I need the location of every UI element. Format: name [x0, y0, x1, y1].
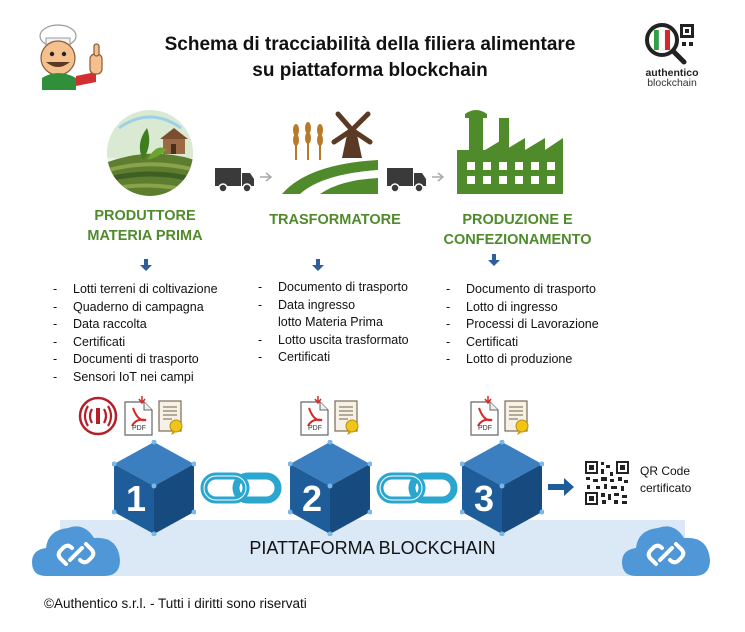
stage-2-list: Documento di trasporto Data ingresso lot…	[258, 279, 409, 367]
pdf-icon: PDF	[124, 396, 154, 436]
list-item: Certificati	[258, 349, 409, 367]
list-item: Lotti terreni di coltivazione	[53, 281, 218, 299]
brand-logo-text: authentico blockchain	[636, 67, 708, 89]
iot-sensor-icon	[78, 396, 118, 436]
cloud-link-icon	[30, 518, 122, 580]
down-arrow-icon	[488, 253, 500, 271]
block-number: 1	[125, 478, 147, 519]
farm-icon	[105, 108, 195, 198]
stage-3-title-line-2: CONFEZIONAMENTO	[443, 232, 592, 248]
block-cube-1: 1	[112, 440, 196, 536]
block-number: 2	[301, 478, 323, 519]
cloud-link-icon	[620, 518, 712, 580]
list-item: Lotto di ingresso	[446, 299, 599, 317]
brand-line-1: authentico	[645, 67, 699, 79]
list-item: Lotto di produzione	[446, 351, 599, 369]
title-line-2: su piattaforma blockchain	[252, 60, 488, 81]
stage-1-title-line-1: PRODUTTORE	[94, 208, 196, 224]
block-number: 3	[473, 478, 495, 519]
pdf-label: PDF	[132, 425, 146, 432]
pdf-label: PDF	[478, 425, 492, 432]
pdf-icon: PDF	[470, 396, 500, 436]
qr-code-icon	[584, 460, 630, 506]
list-item: Data ingresso	[258, 297, 409, 315]
blockchain-label: PIATTAFORMA BLOCKCHAIN	[249, 538, 496, 558]
page-title: Schema di tracciabilità della filiera al…	[120, 32, 620, 84]
certificate-icon	[334, 400, 362, 436]
block-cube-3: 3	[460, 440, 544, 536]
qr-label-line-1: QR Code	[640, 464, 691, 478]
chef-mascot-icon	[32, 20, 112, 90]
list-item: Lotto uscita trasformato	[258, 332, 409, 350]
stage-1-title-line-2: MATERIA PRIMA	[87, 228, 203, 244]
title-line-1: Schema di tracciabilità della filiera al…	[164, 34, 576, 55]
list-item: Certificati	[446, 334, 599, 352]
wheat-windmill-icon	[278, 108, 380, 196]
qr-label-line-2: certificato	[640, 481, 692, 495]
chain-link-icon	[200, 470, 282, 506]
stage-title-2: TRASFORMATORE	[250, 210, 420, 230]
list-item: Sensori IoT nei campi	[53, 369, 218, 387]
qr-label: QR Code certificato	[640, 463, 691, 497]
brand-line-2: blockchain	[647, 77, 697, 89]
stage-3-title-line-1: PRODUZIONE E	[462, 212, 573, 228]
list-item: Documento di trasporto	[258, 279, 409, 297]
list-item: Documento di trasporto	[446, 281, 599, 299]
certificate-icon	[158, 400, 186, 436]
list-item: Data raccolta	[53, 316, 218, 334]
certificate-icon	[504, 400, 532, 436]
right-arrow-icon	[548, 478, 574, 501]
block-cube-2: 2	[288, 440, 372, 536]
qr-magnifier-logo-icon	[642, 20, 698, 66]
stage-2-title-line-1: TRASFORMATORE	[269, 212, 401, 228]
list-item: Processi di Lavorazione	[446, 316, 599, 334]
stage-title-1: PRODUTTORE MATERIA PRIMA	[60, 206, 230, 246]
blockchain-band	[60, 520, 685, 576]
stage-1-list: Lotti terreni di coltivazione Quaderno d…	[53, 281, 218, 386]
truck-icon	[214, 165, 278, 195]
pdf-icon: PDF	[300, 396, 330, 436]
down-arrow-icon	[312, 258, 324, 276]
stage-title-3: PRODUZIONE E CONFEZIONAMENTO	[425, 210, 610, 250]
stage-3-list: Documento di trasporto Lotto di ingresso…	[446, 281, 599, 369]
list-item: lotto Materia Prima	[278, 315, 383, 329]
chain-link-icon	[376, 470, 458, 506]
factory-icon	[455, 106, 565, 196]
list-item: Documenti di trasporto	[53, 351, 218, 369]
list-item: Quaderno di campagna	[53, 299, 218, 317]
list-item: Certificati	[53, 334, 218, 352]
down-arrow-icon	[140, 258, 152, 276]
copyright-text: ©Authentico s.r.l. - Tutti i diritti son…	[44, 596, 307, 611]
truck-icon	[386, 165, 450, 195]
pdf-label: PDF	[308, 425, 322, 432]
